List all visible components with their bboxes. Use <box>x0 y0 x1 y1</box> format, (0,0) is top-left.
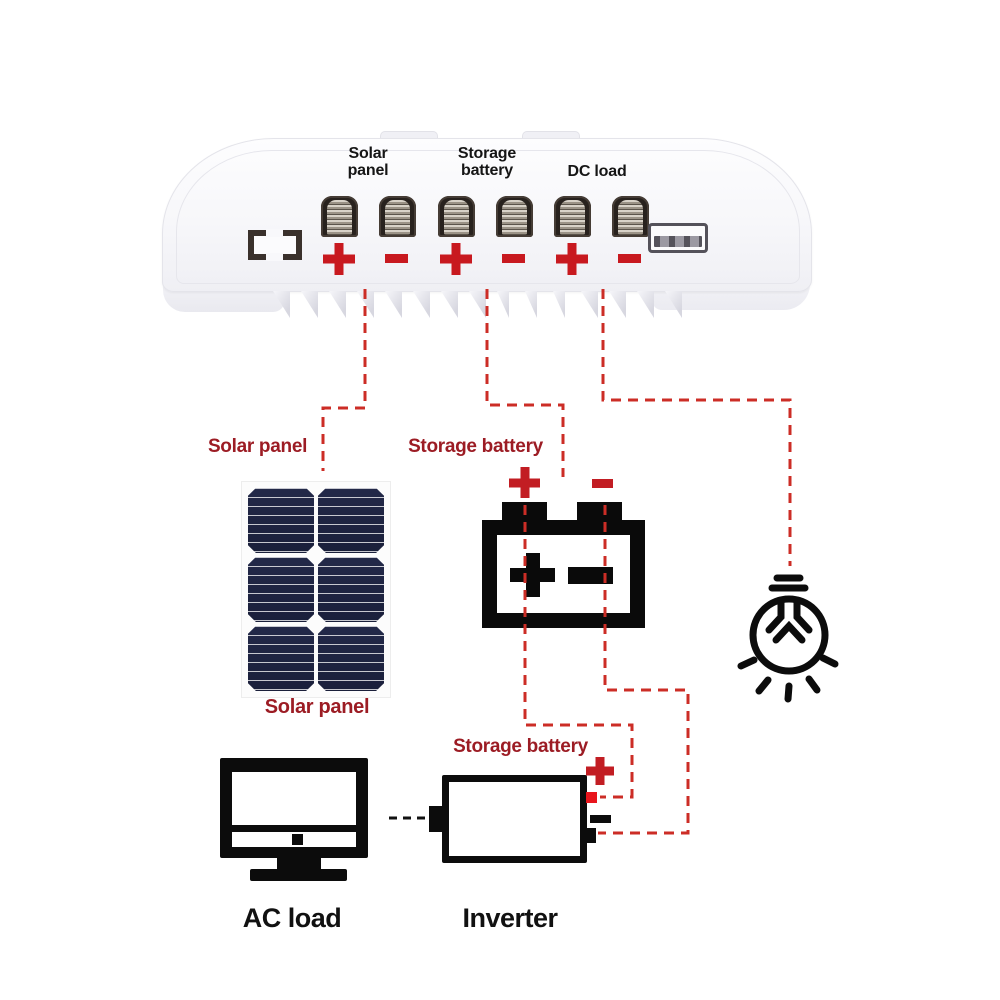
terminal-battery-plus[interactable] <box>438 196 475 237</box>
device-label-storage-battery: Storage battery <box>457 145 517 179</box>
monitor-button <box>292 834 303 845</box>
battery-label: Storage battery <box>408 436 543 457</box>
plus-icon <box>323 243 355 275</box>
ac-load-label: AC load <box>242 903 342 933</box>
mount-tab <box>380 131 438 141</box>
minus-icon <box>502 254 525 263</box>
plus-icon <box>440 243 472 275</box>
solar-cell <box>248 488 314 553</box>
light-bulb-icon <box>737 574 839 703</box>
monitor-screen <box>232 772 356 825</box>
battery-body <box>482 520 645 628</box>
minus-icon <box>385 254 408 263</box>
plus-icon <box>556 243 588 275</box>
terminal-battery-minus[interactable] <box>496 196 533 237</box>
minus-icon <box>592 479 613 488</box>
battery-terminal-plus <box>502 502 547 522</box>
solar-cell <box>318 557 384 622</box>
monitor-base <box>250 869 347 881</box>
terminal-solar-minus[interactable] <box>379 196 416 237</box>
usb-port[interactable] <box>648 223 708 253</box>
inverter-plus-terminal <box>586 792 597 803</box>
minus-icon <box>618 254 641 263</box>
monitor-stand <box>277 858 321 869</box>
mount-tab <box>522 131 580 141</box>
inverter-label: Inverter <box>462 903 558 933</box>
battery-plus-bar <box>526 553 540 597</box>
solar-cell <box>248 626 314 691</box>
inverter-body <box>442 775 587 863</box>
battery-minus-bar <box>568 567 613 584</box>
inverter-minus-terminal <box>586 828 596 843</box>
device-label-solar-panel: Solar panel <box>347 145 389 179</box>
solar-panel-icon <box>242 482 390 697</box>
minus-icon <box>590 815 611 823</box>
heatsink-fins <box>273 291 698 319</box>
sensor-port-gap <box>266 229 283 237</box>
solar-panel-label-top: Solar panel <box>207 436 308 457</box>
terminal-load-plus[interactable] <box>554 196 591 237</box>
terminal-solar-plus[interactable] <box>321 196 358 237</box>
solar-cell <box>318 626 384 691</box>
solar-panel-label-bottom: Solar panel <box>264 696 370 718</box>
device-label-dc-load: DC load <box>567 163 627 180</box>
solar-cell <box>248 557 314 622</box>
terminal-load-minus[interactable] <box>612 196 649 237</box>
plus-icon <box>509 467 540 498</box>
battery-terminal-minus <box>577 502 622 522</box>
solar-cell <box>318 488 384 553</box>
plus-icon <box>586 757 614 785</box>
sensor-port-gap <box>266 253 283 261</box>
inverter-input-tab <box>429 806 443 832</box>
inverter-storage-battery-label: Storage battery <box>453 736 588 757</box>
